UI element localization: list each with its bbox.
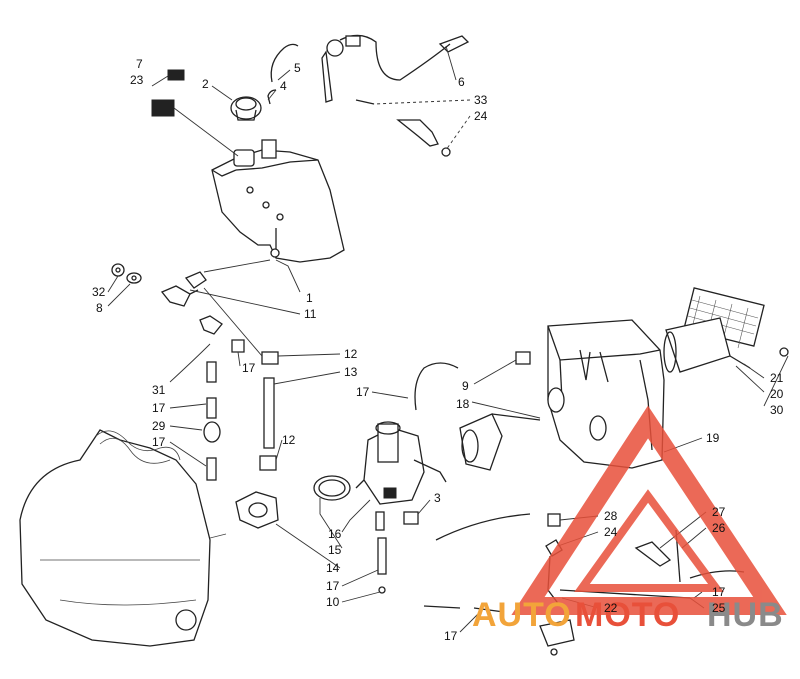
- bolt-bracket: [355, 99, 451, 157]
- callout-2: 2: [202, 77, 209, 91]
- hose-clip: [515, 351, 531, 365]
- callout-4: 4: [280, 79, 287, 93]
- callout-14: 14: [326, 561, 340, 575]
- callout-12-lower: 12: [282, 433, 296, 447]
- callout-25: 25: [712, 601, 726, 615]
- callout-11: 11: [304, 307, 317, 321]
- vent-hose-assembly: [267, 34, 470, 105]
- vent-tube: [414, 362, 459, 411]
- callout-15: 15: [328, 543, 342, 557]
- callout-17-small: 17: [242, 361, 256, 375]
- callout-29: 29: [152, 419, 166, 433]
- watermark-word-hub: HUB: [707, 596, 784, 634]
- callout-23: 23: [130, 73, 144, 87]
- decals: [151, 69, 185, 117]
- callout-20: 20: [770, 387, 784, 401]
- callout-18: 18: [456, 397, 470, 411]
- grommet-and-washer: [111, 263, 142, 284]
- callout-30: 30: [770, 403, 784, 417]
- watermark-word-auto: AUTO: [472, 596, 572, 634]
- callout-13: 13: [344, 365, 358, 379]
- callout-33: 33: [474, 93, 488, 107]
- callout-16: 16: [328, 527, 342, 541]
- watermark-text: AUTO MOTO HUB: [472, 596, 784, 634]
- callout-labels: 7 23 2 5 4 6 33 24 32 8 1 11 12 17 13 31…: [92, 57, 784, 643]
- callout-17-drain: 17: [326, 579, 340, 593]
- callout-8: 8: [96, 301, 103, 315]
- callout-17-left-a: 17: [152, 401, 166, 415]
- watermark-logo: [511, 405, 787, 615]
- callout-10: 10: [326, 595, 340, 609]
- callout-24-top: 24: [474, 109, 488, 123]
- callout-12-upper: 12: [344, 347, 358, 361]
- fuel-line-set: [199, 315, 279, 481]
- intake-boot: [459, 413, 541, 471]
- drain-hose: [375, 511, 419, 594]
- watermark-word-moto: MOTO: [575, 596, 680, 634]
- callout-26: 26: [712, 521, 726, 535]
- engine: [19, 429, 227, 647]
- callout-22: 22: [604, 601, 618, 615]
- callout-7: 7: [136, 57, 143, 71]
- callout-21: 21: [770, 371, 784, 385]
- fuel-tank: [211, 139, 345, 263]
- callout-17-right: 17: [712, 585, 726, 599]
- filler-cap: [230, 96, 262, 121]
- callout-17-vent: 17: [356, 385, 370, 399]
- air-silencer: [547, 319, 665, 469]
- callout-24-lower: 24: [604, 525, 618, 539]
- clamp: [313, 475, 351, 501]
- carburetor: [355, 421, 447, 505]
- callout-17-left-b: 17: [152, 435, 166, 449]
- callout-28: 28: [604, 509, 618, 523]
- callout-5: 5: [294, 61, 301, 75]
- callout-9: 9: [462, 379, 469, 393]
- callout-3: 3: [434, 491, 441, 505]
- intake-flange: [235, 491, 279, 529]
- callout-27: 27: [712, 505, 726, 519]
- callout-1: 1: [306, 291, 313, 305]
- fuel-petcock: [160, 271, 207, 307]
- callout-6: 6: [458, 75, 465, 89]
- callout-17-bottom: 17: [444, 629, 458, 643]
- callout-19: 19: [706, 431, 720, 445]
- callout-32: 32: [92, 285, 106, 299]
- callout-31: 31: [152, 383, 166, 397]
